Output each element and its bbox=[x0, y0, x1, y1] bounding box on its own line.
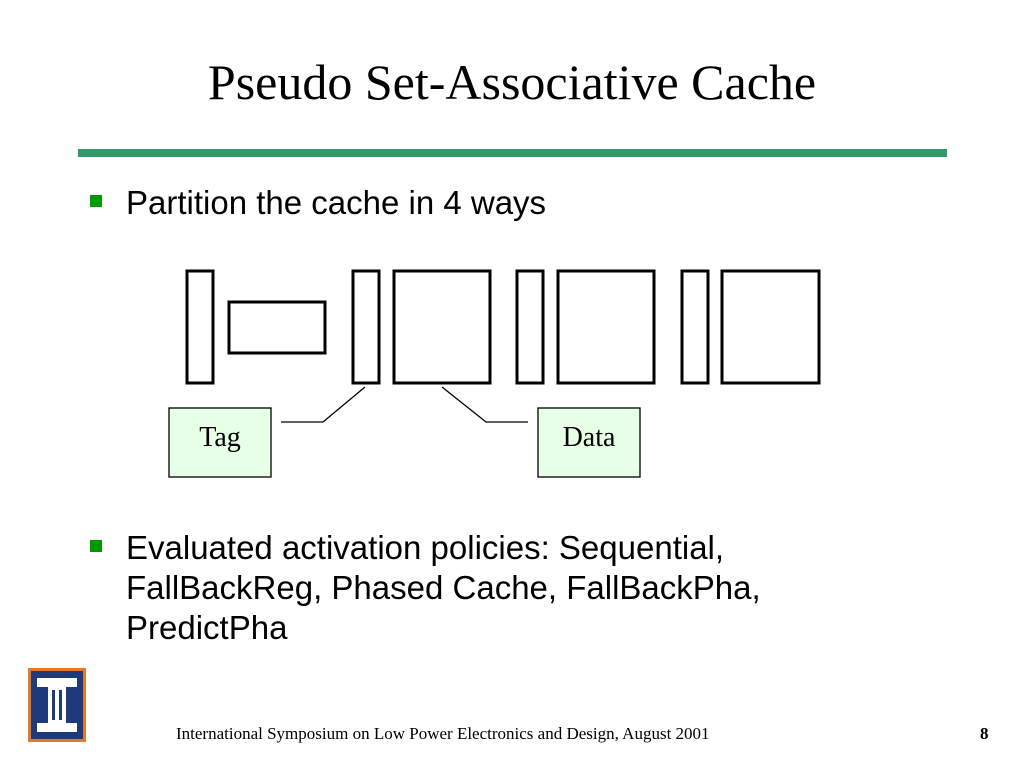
square-bullet-icon bbox=[90, 540, 102, 552]
way-1-data-block bbox=[227, 300, 327, 355]
bullet-partition: Partition the cache in 4 ways bbox=[90, 183, 790, 223]
way-3-tag-block bbox=[515, 269, 545, 385]
data-connector bbox=[441, 386, 528, 423]
bullet-text-line-3: PredictPha bbox=[126, 609, 288, 646]
way-2-tag-block bbox=[351, 269, 381, 385]
title-rule bbox=[78, 149, 947, 157]
way-2-data-block bbox=[392, 269, 492, 385]
way-4-tag-block bbox=[680, 269, 710, 385]
tag-connector bbox=[281, 386, 366, 423]
slide-title: Pseudo Set-Associative Cache bbox=[207, 54, 817, 110]
way-4-data-block bbox=[720, 269, 821, 385]
bullet-text-line-2: FallBackReg, Phased Cache, FallBackPha, bbox=[126, 569, 761, 606]
tag-label-box bbox=[168, 407, 272, 478]
university-logo-icon bbox=[28, 668, 86, 742]
data-label: Data bbox=[563, 422, 616, 453]
bullet-text-line-1: Evaluated activation policies: Sequentia… bbox=[126, 529, 725, 566]
bullet-text: Partition the cache in 4 ways bbox=[126, 184, 547, 221]
page-number: 8 bbox=[980, 724, 989, 743]
way-3-data-block bbox=[556, 269, 656, 385]
way-1-tag-block bbox=[185, 269, 215, 385]
square-bullet-icon bbox=[90, 195, 102, 207]
data-label-box bbox=[537, 407, 641, 478]
tag-label: Tag bbox=[199, 422, 241, 453]
footer-conference: International Symposium on Low Power Ele… bbox=[176, 724, 710, 743]
bullet-policies: Evaluated activation policies: Sequentia… bbox=[90, 528, 930, 648]
